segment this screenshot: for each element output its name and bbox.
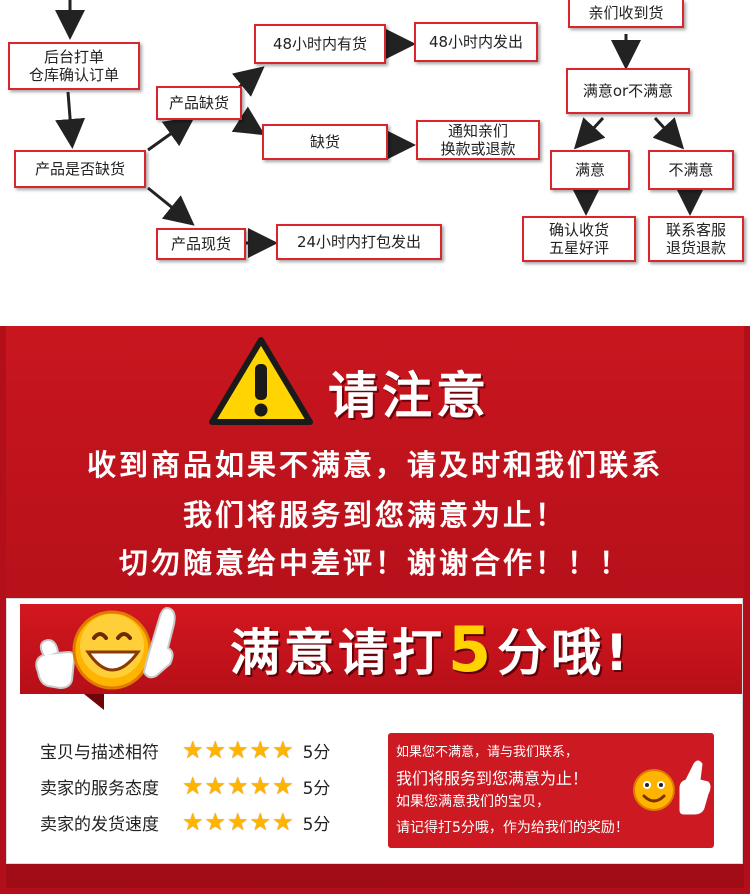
rating-label: 卖家的服务态度 bbox=[40, 778, 159, 799]
message-line-4: 请记得打5分哦，作为给我们的奖励！ bbox=[396, 820, 629, 836]
rating-score: 5分 bbox=[302, 778, 331, 799]
node-send-48h: 48小时内发出 bbox=[414, 22, 538, 62]
node-text: 24小时内打包发出 bbox=[296, 233, 422, 251]
message-line-1: 如果您不满意，请与我们联系， bbox=[396, 745, 579, 760]
rating-label: 宝贝与描述相符 bbox=[40, 742, 159, 763]
banner-fold bbox=[84, 694, 104, 710]
order-flowchart: 后台打单 仓库确认订单 产品是否缺货 产品缺货 48小时内有货 48小时内发出 … bbox=[0, 0, 750, 300]
node-text: 联系客服 bbox=[665, 221, 726, 239]
node-text: 产品是否缺货 bbox=[34, 160, 125, 178]
node-out-of-stock: 产品缺货 bbox=[156, 86, 242, 120]
node-no-stock: 缺货 bbox=[262, 124, 388, 160]
star-icon: ★ bbox=[249, 736, 272, 764]
node-notify: 通知亲们 换款或退款 bbox=[416, 120, 540, 160]
message-line-2: 我们将服务到您满意为止！ bbox=[396, 769, 589, 788]
rating-row-shipping: 卖家的发货速度 ★★★★★ 5分 bbox=[40, 808, 330, 836]
banner-text: 满意请打 5 分哦! bbox=[230, 606, 632, 692]
node-text: 仓库确认订单 bbox=[28, 66, 119, 84]
node-text: 五星好评 bbox=[548, 239, 609, 257]
star-icon: ★ bbox=[249, 772, 272, 800]
node-text: 换款或退款 bbox=[440, 140, 516, 158]
star-icon: ★ bbox=[182, 736, 204, 764]
node-text: 通知亲们 bbox=[447, 122, 508, 140]
node-text: 缺货 bbox=[309, 133, 340, 151]
node-text: 48小时内发出 bbox=[428, 33, 524, 51]
node-ship-48h: 48小时内有货 bbox=[254, 24, 386, 64]
node-text: 后台打单 bbox=[43, 48, 104, 66]
star-icon: ★ bbox=[272, 772, 294, 800]
banner-text-after: 分哦! bbox=[497, 624, 632, 682]
star-icon: ★ bbox=[204, 772, 227, 800]
star-icon: ★ bbox=[249, 808, 272, 836]
node-text: 确认收货 bbox=[548, 221, 609, 239]
warning-triangle-icon bbox=[208, 336, 314, 426]
star-icon: ★ bbox=[204, 736, 227, 764]
node-satisfied: 满意 bbox=[550, 150, 630, 190]
smiley-thumbs-up-icon bbox=[30, 596, 180, 706]
node-text: 48小时内有货 bbox=[272, 35, 368, 53]
node-text: 亲们收到货 bbox=[588, 4, 664, 22]
star-icon: ★ bbox=[272, 808, 294, 836]
banner-text-before: 满意请打 bbox=[230, 624, 446, 682]
node-received: 亲们收到货 bbox=[568, 0, 684, 28]
star-icon: ★ bbox=[227, 772, 249, 800]
star-icon: ★ bbox=[182, 808, 204, 836]
notice-line-2: 我们将服务到您满意为止！ bbox=[182, 498, 567, 532]
banner-number: 5 bbox=[448, 612, 496, 686]
star-icon: ★ bbox=[204, 808, 227, 836]
notice-title: 请注意 bbox=[328, 367, 490, 425]
node-check-stock: 产品是否缺货 bbox=[14, 150, 146, 188]
notice-line-1: 收到商品如果不满意，请及时和我们联系 bbox=[86, 448, 663, 482]
node-contact: 联系客服 退货退款 bbox=[648, 216, 744, 262]
node-text: 满意 bbox=[574, 161, 605, 179]
rating-score: 5分 bbox=[302, 814, 331, 835]
node-backend-print: 后台打单 仓库确认订单 bbox=[8, 42, 140, 90]
node-text: 退货退款 bbox=[665, 239, 726, 257]
star-icon: ★ bbox=[182, 772, 204, 800]
node-text: 产品现货 bbox=[170, 235, 231, 253]
message-line-3: 如果您满意我们的宝贝， bbox=[396, 794, 550, 810]
rating-row-service: 卖家的服务态度 ★★★★★ 5分 bbox=[40, 772, 330, 800]
node-text: 产品缺货 bbox=[168, 94, 229, 112]
node-confirm: 确认收货 五星好评 bbox=[522, 216, 636, 262]
node-unsatisfied: 不满意 bbox=[648, 150, 734, 190]
star-rating: ★★★★★ bbox=[182, 774, 295, 798]
node-in-stock: 产品现货 bbox=[156, 228, 246, 260]
rating-label: 卖家的发货速度 bbox=[40, 814, 159, 835]
star-icon: ★ bbox=[227, 736, 249, 764]
star-icon: ★ bbox=[227, 808, 249, 836]
node-text: 不满意 bbox=[668, 161, 714, 179]
star-rating: ★★★★★ bbox=[182, 738, 295, 762]
notice-line-3: 切勿随意给中差评！谢谢合作！！！ bbox=[118, 546, 631, 580]
star-rating: ★★★★★ bbox=[182, 810, 295, 834]
flowchart-arrows bbox=[55, 0, 705, 258]
star-icon: ★ bbox=[272, 736, 294, 764]
node-pack-24h: 24小时内打包发出 bbox=[276, 224, 442, 260]
rating-score: 5分 bbox=[302, 742, 331, 763]
node-satisfied-or-not: 满意or不满意 bbox=[566, 68, 690, 114]
smiley-thumbs-up-icon bbox=[628, 758, 712, 818]
rating-row-description: 宝贝与描述相符 ★★★★★ 5分 bbox=[40, 736, 330, 764]
node-text: 满意or不满意 bbox=[582, 82, 674, 100]
